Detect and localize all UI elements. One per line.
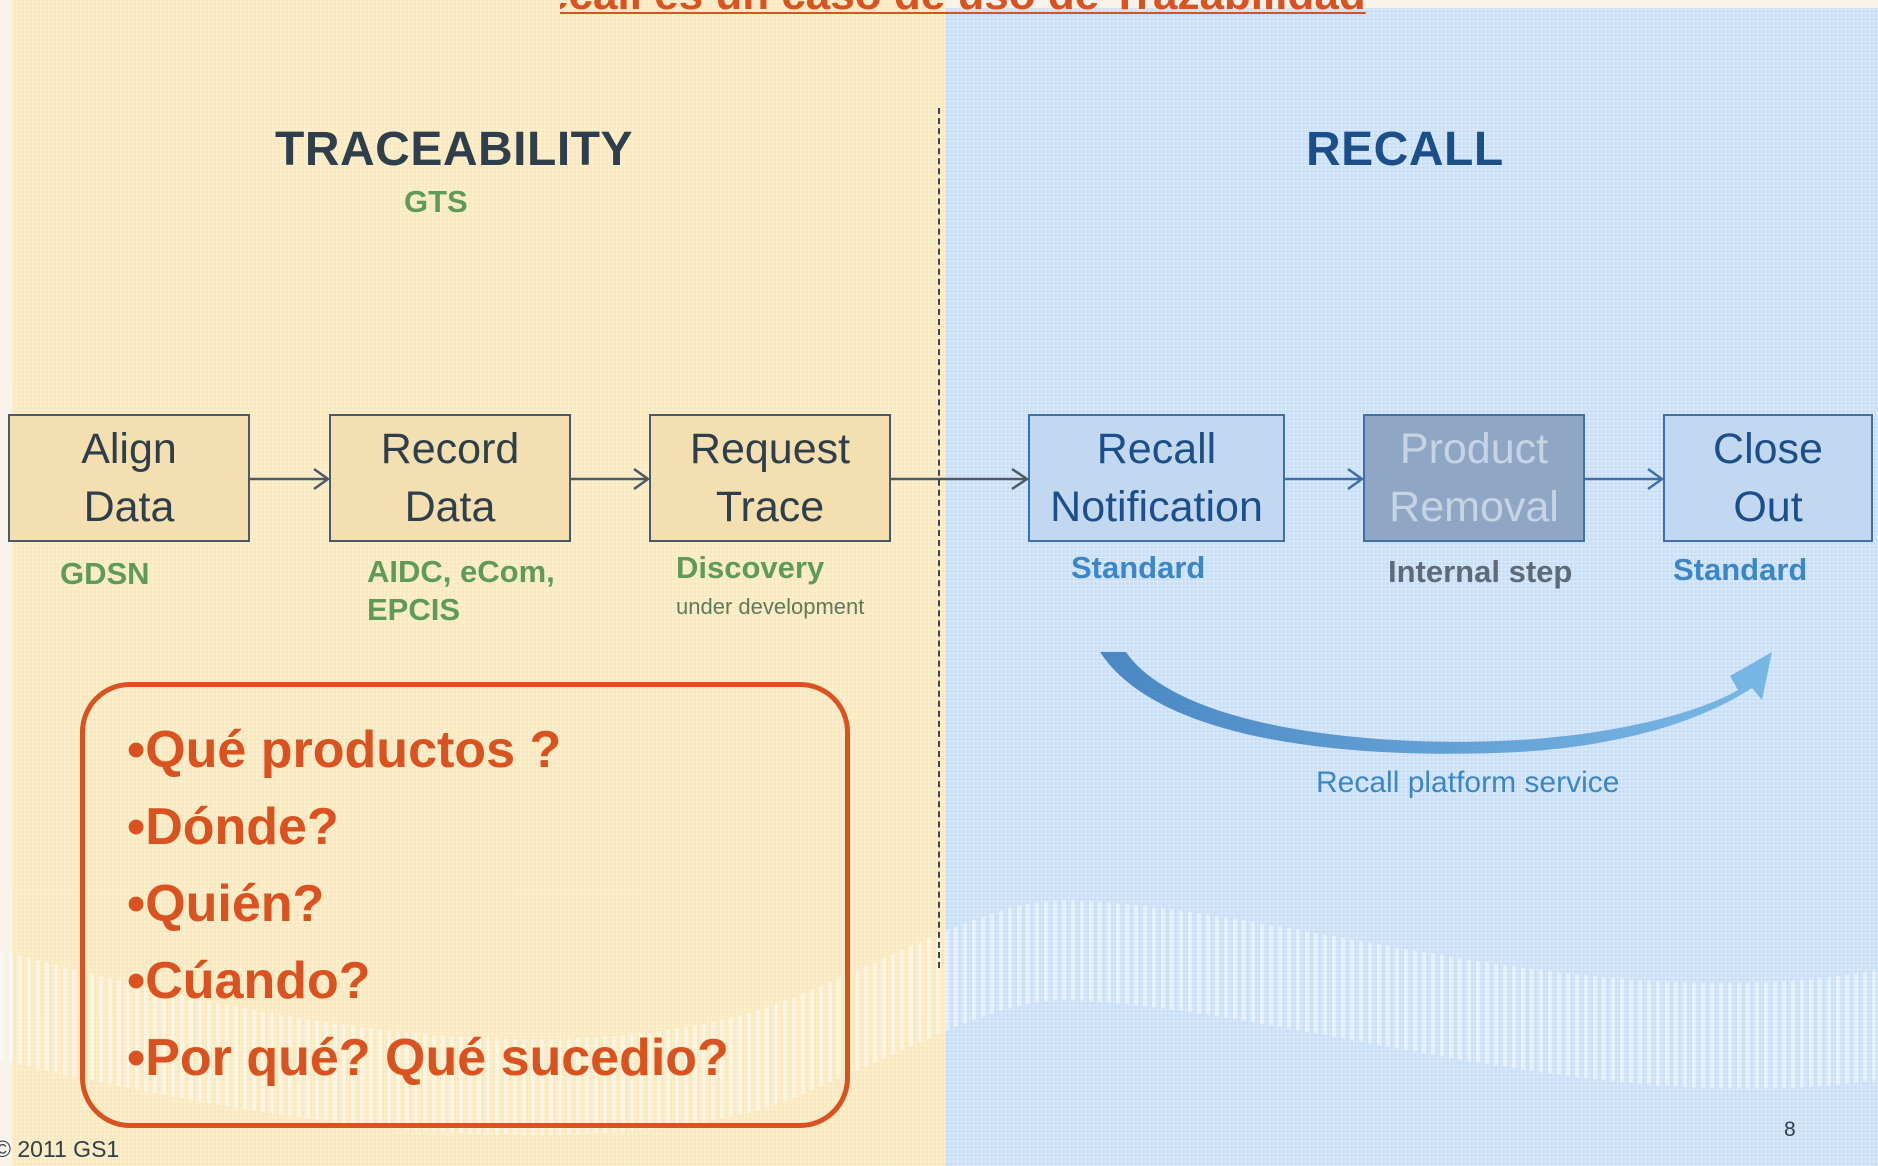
section-divider [938,108,940,968]
question-where: •Dónde? [127,798,339,856]
step-product-removal: Product Removal [1363,414,1585,542]
copyright: © 2011 GS1 [0,1136,120,1162]
step-request-trace-line1: Request [689,425,851,473]
step-close-out: Close Out [1663,414,1873,542]
under-development-note: under development [676,594,865,619]
step-align-data-line2: Data [83,483,175,531]
step-align-data: Align Data [8,414,250,542]
arrow-notification-to-removal-head [1347,467,1365,491]
step-recall-notification-line2: Notification [1050,483,1263,531]
recall-heading: RECALL [1306,123,1504,176]
arrow-align-to-record-head [313,467,331,491]
epcis-label: EPCIS [367,592,461,627]
standard-label-notification: Standard [1071,550,1206,585]
question-what-products: •Qué productos ? [127,721,562,779]
step-record-data: Record Data [329,414,571,542]
internal-step-label: Internal step [1388,554,1573,589]
step-record-data-line1: Record [380,425,520,473]
recall-platform-label: Recall platform service [1316,766,1620,799]
traceability-heading: TRACEABILITY [275,123,633,176]
discovery-label: Discovery [676,550,825,585]
arrow-removal-to-closeout-head [1647,467,1665,491]
question-when: •Cúando? [127,952,371,1010]
aidc-ecom-label: AIDC, eCom, [367,554,555,589]
arrow-request-to-notification-head [1011,467,1030,491]
gts-label: GTS [404,184,468,219]
question-who: •Quién? [127,875,325,933]
page-number: 8 [1784,1118,1796,1141]
page-title-clip: Recall es un caso de uso de Trazabilidad [560,0,1492,14]
traceability-panel [12,0,945,1166]
step-product-removal-line1: Product [1399,425,1549,473]
step-record-data-line2: Data [404,483,496,531]
step-align-data-line1: Align [81,425,177,473]
step-recall-notification: Recall Notification [1028,414,1285,542]
step-request-trace-line2: Trace [715,483,825,531]
standard-label-closeout: Standard [1673,552,1808,587]
step-close-out-line1: Close [1713,425,1823,473]
page-title: Recall es un caso de uso de Trazabilidad [560,0,1492,14]
step-recall-notification-line1: Recall [1096,425,1217,473]
step-close-out-line2: Out [1733,483,1803,531]
questions-box: •Qué productos ? •Dónde? •Quién? •Cúando… [80,682,850,1128]
step-product-removal-line2: Removal [1389,483,1559,531]
step-request-trace: Request Trace [649,414,891,542]
recall-platform-swoosh-arrow [1100,652,1772,754]
question-why-what-happened: •Por qué? Qué sucedio? [127,1029,729,1087]
gdsn-label: GDSN [60,556,150,591]
arrow-record-to-request-head [633,467,651,491]
